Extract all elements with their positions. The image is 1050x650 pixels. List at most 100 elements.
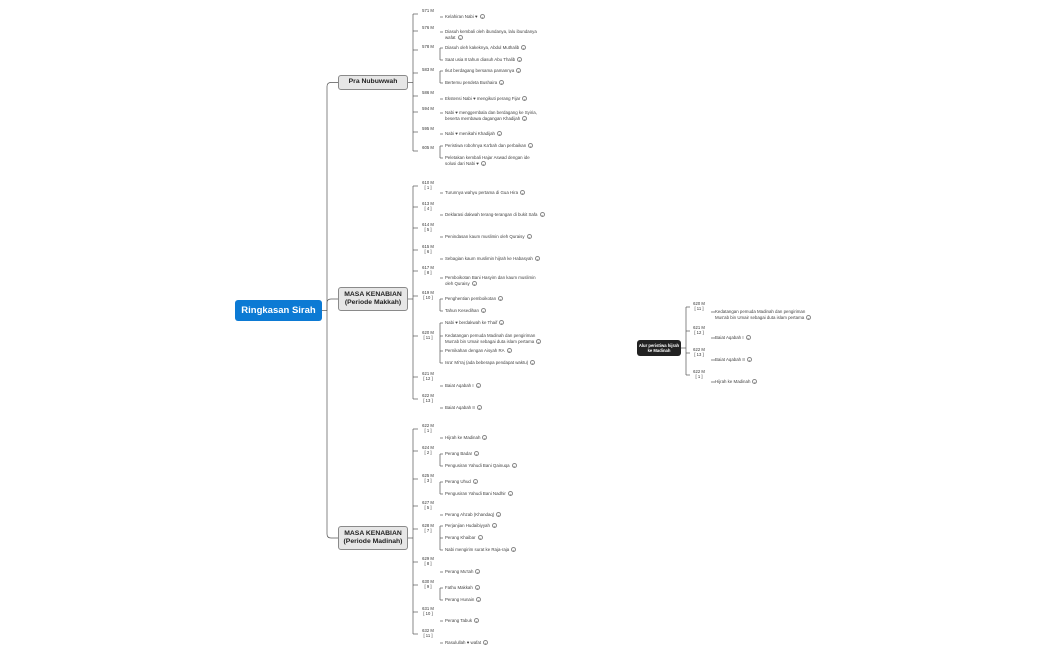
event-label[interactable]: Baiat Aqabah I+ [445,383,481,389]
year-label[interactable]: 622 M [ 1 ] [693,369,705,380]
event-label[interactable]: Baiat Aqabah II+ [445,405,482,411]
event-label[interactable]: Baiat Aqabah II+ [715,357,752,363]
plus-circle-icon[interactable]: + [476,597,482,604]
year-label[interactable]: 595 M [422,126,434,131]
plus-circle-icon[interactable]: + [482,435,488,442]
event-label[interactable]: Tahun Kesedihan+ [445,308,486,314]
floating-topic[interactable]: Alur peristiwa hijrah ke Madinah [637,340,681,356]
year-label[interactable]: 605 M [422,145,434,150]
event-label[interactable]: Perang Badar+ [445,451,480,458]
plus-circle-icon[interactable]: + [475,383,481,390]
event-label[interactable]: Perang Tabuk+ [445,618,480,624]
year-label[interactable]: 576 M [422,25,434,30]
year-label[interactable]: 622 M [ 13 ] [693,347,705,358]
year-label[interactable]: 621 M [ 12 ] [422,371,434,382]
plus-circle-icon[interactable]: + [480,160,486,167]
plus-circle-icon[interactable]: + [516,68,522,75]
event-label[interactable]: Perang Ahzab (Khandaq)+ [445,512,502,519]
event-label[interactable]: Pengusiran Yahudi Bani Nadhir+ [445,491,513,497]
plus-circle-icon[interactable]: + [539,212,545,219]
year-label[interactable]: 622 M [ 1 ] [422,423,434,434]
year-label[interactable]: 610 M [ 1 ] [422,180,434,191]
year-label[interactable]: 624 M [ 2 ] [422,445,434,456]
branch-topic[interactable]: Pra Nubuwwah [338,75,408,90]
event-label[interactable]: Fathu Makkah+ [445,585,480,591]
year-label[interactable]: 620 M [ 11 ] [422,330,434,341]
event-label[interactable]: Bertemu pendeta Bushaira+ [445,80,505,87]
plus-circle-icon[interactable]: + [511,463,517,470]
plus-circle-icon[interactable]: + [506,348,512,355]
branch-topic[interactable]: MASA KENABIAN (Periode Madinah) [338,526,408,550]
plus-circle-icon[interactable]: + [530,360,536,367]
plus-circle-icon[interactable]: + [479,14,485,21]
event-label[interactable]: Nabi ♥ menikahi Khadijah+ [445,131,502,137]
plus-circle-icon[interactable]: + [534,256,540,263]
plus-circle-icon[interactable]: + [474,451,480,458]
year-label[interactable]: 594 M [422,106,434,111]
year-label[interactable]: 586 M [422,90,434,95]
year-label[interactable]: 632 M [ 11 ] [422,628,434,639]
plus-circle-icon[interactable]: + [475,569,481,576]
event-label[interactable]: Hijrah ke Madinah+ [715,379,758,385]
plus-circle-icon[interactable]: + [499,80,505,87]
plus-circle-icon[interactable]: + [476,405,482,412]
central-topic[interactable]: Ringkasan Sirah [235,300,322,321]
year-label[interactable]: 620 M [ 11 ] [693,301,705,312]
year-label[interactable]: 619 M [ 10 ] [422,290,434,301]
plus-circle-icon[interactable]: + [511,547,517,554]
plus-circle-icon[interactable]: + [474,585,480,592]
event-label[interactable]: Deklarasi dakwah terang-terangan di buki… [445,212,545,218]
branch-topic[interactable]: MASA KENABIAN (Periode Makkah) [338,287,408,311]
year-label[interactable]: 622 M [ 13 ] [422,393,434,404]
year-label[interactable]: 627 M [ 5 ] [422,500,434,511]
event-label[interactable]: Perang Khaibar+ [445,535,483,541]
year-label[interactable]: 578 M [422,44,434,49]
year-label[interactable]: 583 M [422,67,434,72]
event-label[interactable]: Nabi ♥ menggembala dan berdagang ke Syir… [445,110,537,122]
plus-circle-icon[interactable]: + [499,320,505,327]
event-label[interactable]: Sebagian kaum muslimin hijrah ke Habasya… [445,256,540,262]
year-label[interactable]: 631 M [ 10 ] [422,606,434,617]
plus-circle-icon[interactable]: + [526,234,532,241]
event-label[interactable]: Diasuh oleh kakeknya, Abdul Muthalib+ [445,45,527,52]
event-label[interactable]: Pemboikotan Bani Hasyim dan kaum muslimi… [445,275,536,287]
plus-circle-icon[interactable]: + [477,535,483,542]
year-label[interactable]: 617 M [ 8 ] [422,265,434,276]
year-label[interactable]: 571 M [422,8,434,13]
plus-circle-icon[interactable]: + [471,280,477,287]
event-label[interactable]: Perjanjian Hudaibiyyah+ [445,523,497,529]
year-label[interactable]: 630 M [ 9 ] [422,579,434,590]
plus-circle-icon[interactable]: + [746,357,752,364]
plus-circle-icon[interactable]: + [496,131,502,138]
event-label[interactable]: Peristiwa robohnya Ka'bah dan perbaikan+ [445,143,534,149]
event-label[interactable]: Ikut berdagang bersama pamannya+ [445,68,522,75]
year-label[interactable]: 629 M [ 8 ] [422,556,434,567]
plus-circle-icon[interactable]: + [536,338,542,345]
event-label[interactable]: Kedatangan pemuda Madinah dan pengiriman… [715,309,812,321]
plus-circle-icon[interactable]: + [507,491,513,498]
event-label[interactable]: Perang Uhud+ [445,479,478,485]
event-label[interactable]: Ekstensi Nabi ♥ mengikuti perang Fijar+ [445,96,528,103]
year-label[interactable]: 628 M [ 7 ] [422,523,434,534]
event-label[interactable]: Baiat Aqabah I+ [715,335,751,341]
plus-circle-icon[interactable]: + [472,479,478,486]
plus-circle-icon[interactable]: + [522,96,528,103]
event-label[interactable]: Kedatangan pemuda Madinah dan pengiriman… [445,333,542,345]
event-label[interactable]: Saat usia 8 tahun diasuh Abu Thalib+ [445,57,523,63]
plus-circle-icon[interactable]: + [521,45,527,52]
plus-circle-icon[interactable]: + [498,296,504,303]
plus-circle-icon[interactable]: + [745,335,751,342]
event-label[interactable]: Penindasan kaum muslimin oleh Quraisy+ [445,234,532,240]
plus-circle-icon[interactable]: + [483,640,489,647]
year-label[interactable]: 621 M [ 12 ] [693,325,705,336]
plus-circle-icon[interactable]: + [520,190,526,197]
event-label[interactable]: Perang Mu'tah+ [445,569,481,576]
event-label[interactable]: Pernikahan dengan Aisyah RA+ [445,348,512,354]
plus-circle-icon[interactable]: + [496,512,502,519]
plus-circle-icon[interactable]: + [806,314,812,321]
event-label[interactable]: Rasulullah ♥ wafat+ [445,640,489,647]
event-label[interactable]: Perang Hunain+ [445,597,482,604]
event-label[interactable]: Penghentian pemboikotan+ [445,296,504,303]
event-label[interactable]: Nabi mengirim surat ke Raja-raja+ [445,547,517,554]
plus-circle-icon[interactable]: + [491,523,497,530]
